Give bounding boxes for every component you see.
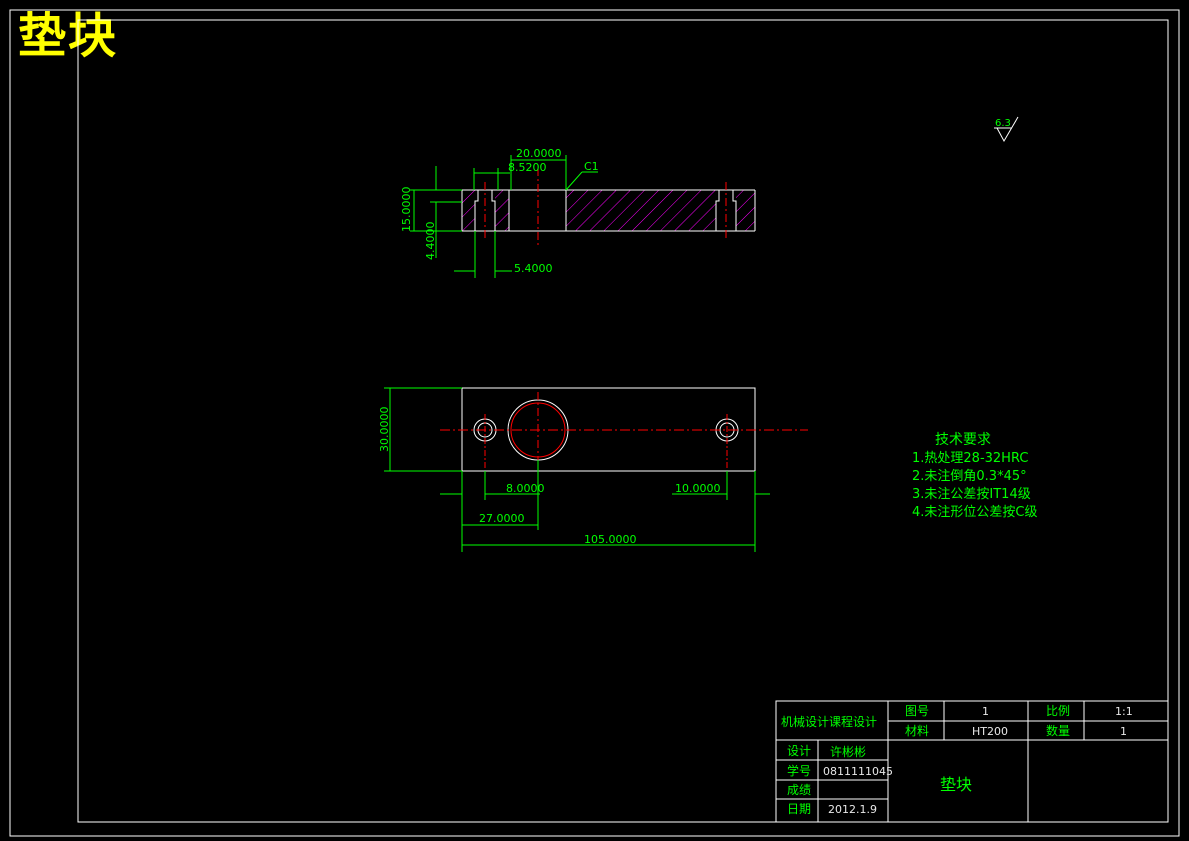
roughness-symbol: 6.3: [994, 116, 1019, 143]
tb-designer-label: 设计: [787, 744, 811, 758]
tb-scale-label: 比例: [1046, 704, 1070, 718]
dim-105: 105.0000: [584, 533, 637, 546]
tb-date-label: 日期: [787, 802, 811, 816]
dim-8-52: 8.5200: [508, 161, 547, 174]
dim-20: 20.0000: [516, 147, 562, 160]
tech-item-3: 3.未注公差按IT14级: [912, 487, 1031, 502]
tech-item-1: 1.热处理28-32HRC: [912, 451, 1028, 466]
tech-heading: 技术要求: [935, 432, 991, 448]
tech-item-2: 2.未注倒角0.3*45°: [912, 469, 1027, 484]
section-view: 20.0000 8.5200 C1 15.0000 4.4000 5.4000: [400, 147, 756, 278]
dim-5-4: 5.4000: [514, 262, 553, 275]
tb-material: HT200: [972, 725, 1008, 738]
tb-qty: 1: [1120, 725, 1127, 738]
dim-27: 27.0000: [479, 512, 525, 525]
tb-grade-label: 成绩: [787, 783, 811, 797]
tech-item-4: 4.未注形位公差按C级: [912, 505, 1037, 520]
dim-chamfer: C1: [584, 160, 599, 173]
roughness-value: 6.3: [995, 118, 1011, 129]
plan-view: 30.0000 8.0000 10.0000 27.0000 105.0000: [378, 387, 808, 552]
inner-frame: [77, 19, 1169, 823]
dim-8: 8.0000: [506, 482, 545, 495]
tech-requirements: 技术要求 1.热处理28-32HRC 2.未注倒角0.3*45° 3.未注公差按…: [912, 432, 1037, 520]
title-block: [775, 700, 1169, 823]
tb-course: 机械设计课程设计: [781, 714, 877, 729]
tb-drawing-no: 1: [982, 705, 989, 718]
tb-drawing-no-label: 图号: [905, 704, 929, 718]
tb-designer: 许彬彬: [830, 745, 866, 759]
dim-4-4: 4.4000: [424, 222, 437, 261]
tb-qty-label: 数量: [1046, 723, 1070, 738]
tb-student-id: 0811111045: [823, 765, 893, 778]
tb-material-label: 材料: [905, 724, 929, 738]
outer-border: [9, 9, 1180, 837]
dim-15: 15.0000: [400, 187, 413, 233]
tb-date: 2012.1.9: [828, 803, 877, 816]
tb-scale: 1:1: [1115, 705, 1133, 718]
tb-part-name: 垫块: [940, 775, 972, 794]
dim-30: 30.0000: [378, 407, 391, 453]
tb-student-id-label: 学号: [787, 763, 811, 778]
dim-10: 10.0000: [675, 482, 721, 495]
